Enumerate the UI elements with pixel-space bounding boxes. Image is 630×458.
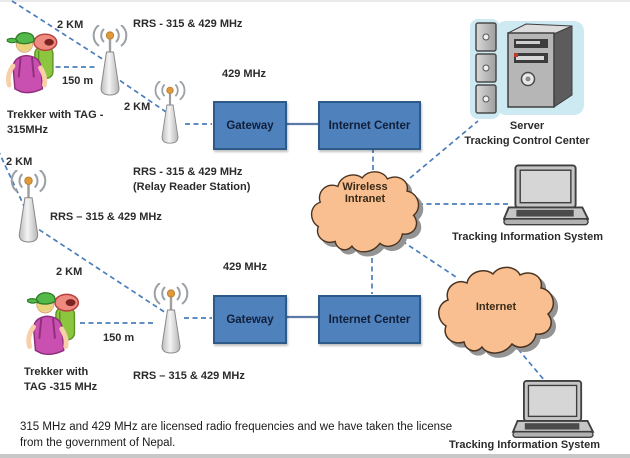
internet-center2-box: Internet Center [318,295,421,344]
link-offscreen-rrs1 [11,0,105,61]
label-429mhz-top: 429 MHz [222,68,267,80]
license-note-line2: from the government of Nepal. [20,437,176,449]
label-trekker2: Trekker with TAG -315 MHz [24,365,97,395]
wireless-label-line2: Intranet [344,193,386,205]
laptop-icon-bottom [511,380,595,438]
gateway1-box: Gateway [213,101,287,150]
bottom-edge-band [0,454,630,458]
link-cloud-server [409,120,479,179]
label-trekker1: Trekker with TAG - 315MHz [7,108,103,138]
trekker-icon-top [5,32,58,94]
trekker-icon-bottom [26,292,80,356]
internet-center2-label: Internet Center [328,313,411,326]
label-2km-lower: 2 KM [56,266,83,278]
server-label-line2: Tracking Control Center [464,134,590,147]
internet-cloud-label: Internet [475,301,517,313]
trekker1-label-line1: Trekker with TAG - [7,109,104,121]
label-2km-top: 2 KM [57,19,84,31]
link-cloud-internet [401,240,457,278]
trekker1-label-line2: 315MHz [7,123,48,136]
label-150m-top: 150 m [62,75,94,87]
label-rrs-relay: RRS - 315 & 429 MHz (Relay Reader Statio… [133,165,250,195]
tis-bottom-label: Tracking Information System [449,439,600,451]
wireless-label-line1: Wireless [342,181,388,193]
label-2km-left: 2 KM [6,156,33,168]
server-label-line1: Server [509,120,545,132]
label-150m-bottom: 150 m [103,332,135,344]
gateway2-box: Gateway [213,295,287,344]
rrs-relay-line1: RRS - 315 & 429 MHz [133,166,243,178]
internet-cloud: Internet [436,264,556,359]
wireless-intranet-cloud: Wireless Intranet [309,167,421,259]
label-2km-mid: 2 KM [124,101,151,113]
cloud-shape [310,171,420,253]
internet-center1-box: Internet Center [318,101,421,150]
trekker2-label-line1: Trekker with [24,366,89,378]
link-offscreen-rrs3 [0,152,25,207]
server-icon [470,19,584,119]
gateway1-label: Gateway [226,119,274,132]
label-429mhz-bottom: 429 MHz [223,261,268,273]
cloud-shape [438,266,555,354]
tis-top-label: Tracking Information System [452,231,603,243]
wireless-intranet-label: Wireless Intranet [309,181,421,205]
antenna-icon-rrs4 [153,283,189,354]
label-rrs1: RRS - 315 & 429 MHz [133,18,243,30]
rrs-relay-line2: (Relay Reader Station) [133,180,251,193]
server-label: Server Tracking Control Center [447,119,607,149]
antenna-icon-rrs3 [10,170,47,243]
top-edge-band [0,0,630,2]
label-rrs4: RRS – 315 & 429 MHz [133,370,245,382]
link-rrs3-rrs4 [31,224,167,314]
gateway2-label: Gateway [226,313,274,326]
trekker2-label-line2: TAG -315 MHz [24,380,98,393]
laptop-icon-top [503,164,589,226]
internet-center1-label: Internet Center [328,119,411,132]
antenna-icon-rrs2 [154,81,186,144]
antenna-icon-rrs1 [92,25,128,96]
license-note-line1: 315 MHz and 429 MHz are licensed radio f… [20,421,453,433]
label-rrs3: RRS – 315 & 429 MHz [50,211,162,223]
